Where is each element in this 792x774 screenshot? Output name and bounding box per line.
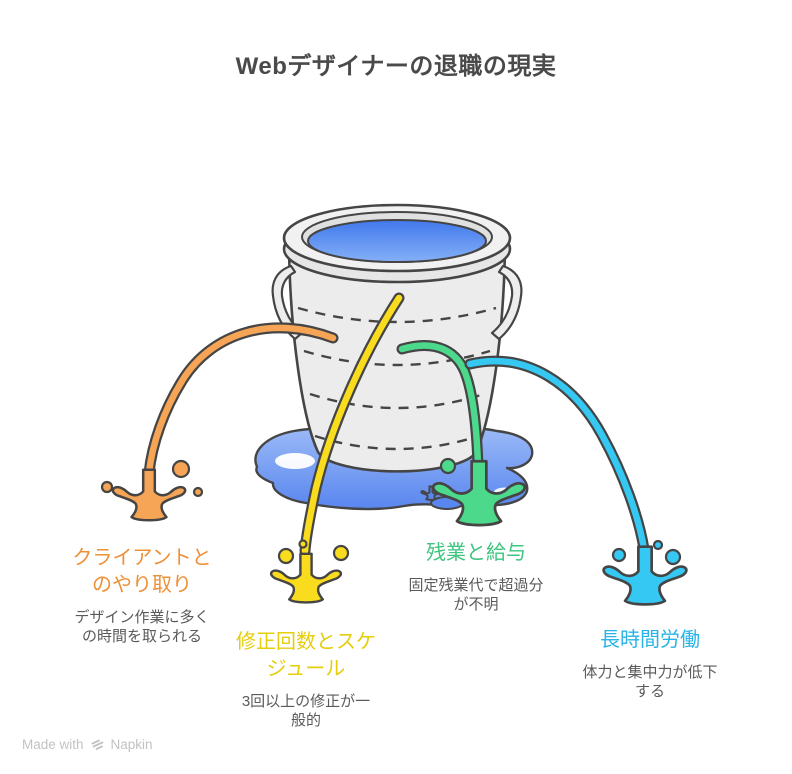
item-revisions-and-schedule: 修正回数とスケ ジュール 3回以上の修正が一 般的 (236, 629, 376, 730)
item-client-communication: クライアントと のやり取り デザイン作業に多く の時間を取られる (72, 545, 211, 646)
item-description: 固定残業代で超過分 が不明 (408, 577, 544, 613)
item-label: 残業と給与 (425, 542, 526, 564)
stream-overtime-and-salary (396, 340, 484, 472)
item-overtime-and-salary: 残業と給与 固定残業代で超過分 が不明 (408, 540, 543, 614)
splash-long-working-hours (602, 539, 688, 606)
item-description: 3回以上の修正が一 般的 (241, 693, 371, 729)
item-label: クライアントと のやり取り (72, 547, 212, 596)
bucket-water (307, 219, 487, 263)
splash-revisions-and-schedule (269, 539, 350, 604)
puddle-highlight (275, 453, 315, 469)
stream-revisions-and-schedule (299, 292, 405, 557)
splash-overtime-and-salary (431, 457, 527, 527)
bucket (271, 203, 523, 473)
item-label: 長時間労働 (599, 629, 700, 651)
page-title: Webデザイナーの退職の現実 (235, 53, 557, 80)
made-with-label: Made with (22, 737, 84, 752)
napkin-logo-icon (91, 739, 103, 750)
item-description: デザイン作業に多く の時間を取られる (74, 609, 210, 645)
stream-client-communication (143, 322, 339, 479)
splash-client-communication (100, 459, 204, 522)
made-with-napkin[interactable]: Made with Napkin (22, 737, 153, 752)
item-label: 修正回数とスケ ジュール (236, 631, 376, 680)
item-description: 体力と集中力が低下 する (582, 664, 718, 700)
item-long-working-hours: 長時間労働 体力と集中力が低下 する (582, 627, 717, 701)
napkin-brand-label: Napkin (110, 737, 153, 752)
bucket-handle-right (490, 264, 523, 341)
stream-long-working-hours (464, 355, 650, 555)
